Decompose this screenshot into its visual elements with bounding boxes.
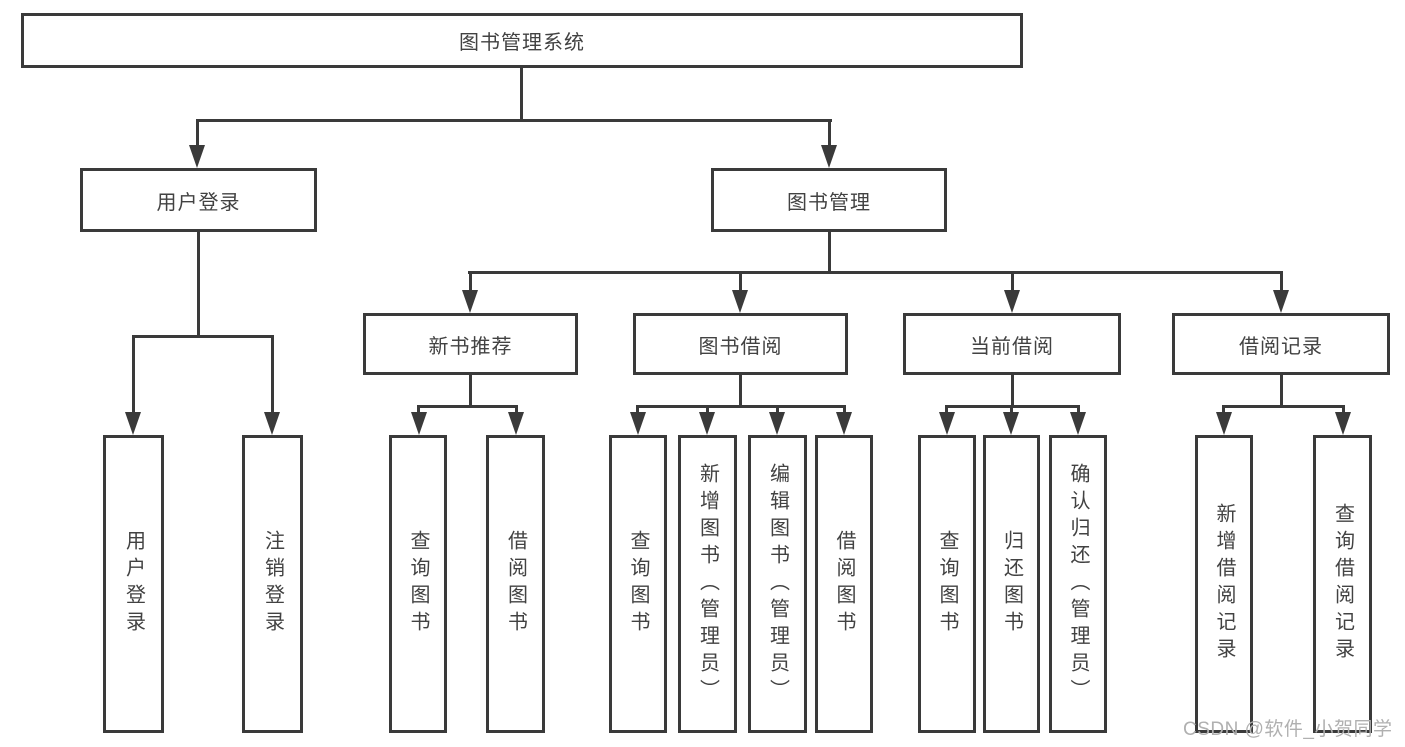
leaf-record-query-record: 查询借阅记录 — [1313, 435, 1372, 733]
arrow-down-icon — [1070, 412, 1086, 435]
connector-drop — [469, 271, 472, 295]
connector-record-bus — [1222, 405, 1345, 408]
connector-drop — [828, 119, 831, 150]
arrow-down-icon — [411, 412, 427, 435]
node-book-management: 图书管理 — [711, 168, 947, 232]
connector-current-stem — [1011, 375, 1014, 408]
arrow-down-icon — [189, 145, 205, 168]
leaf-logout: 注销登录 — [242, 435, 303, 733]
connector-drop — [1342, 405, 1345, 417]
leaf-borrow-borrow-book: 借阅图书 — [815, 435, 873, 733]
leaf-current-confirm-return-admin: 确认归还（管理员） — [1049, 435, 1107, 733]
connector-drop — [196, 119, 199, 150]
connector-borrow-stem — [739, 375, 742, 408]
arrow-down-icon — [732, 290, 748, 313]
arrow-down-icon — [1273, 290, 1289, 313]
connector-drop — [776, 405, 779, 417]
connector-drop — [636, 405, 639, 417]
arrow-down-icon — [836, 412, 852, 435]
arrow-down-icon — [699, 412, 715, 435]
leaf-user-login: 用户登录 — [103, 435, 164, 733]
node-new-book-recommend: 新书推荐 — [363, 313, 578, 375]
arrow-down-icon — [1003, 412, 1019, 435]
node-user-login: 用户登录 — [80, 168, 317, 232]
leaf-record-add-record: 新增借阅记录 — [1195, 435, 1253, 733]
connector-drop — [132, 335, 135, 417]
leaf-borrow-edit-book-admin: 编辑图书（管理员） — [748, 435, 807, 733]
arrow-down-icon — [1335, 412, 1351, 435]
connector-bookmgmt-bus — [468, 271, 1282, 274]
leaf-current-query-book: 查询图书 — [918, 435, 976, 733]
connector-drop — [1077, 405, 1080, 417]
connector-newbook-bus — [417, 405, 518, 408]
connector-drop — [706, 405, 709, 417]
connector-root-stem — [520, 68, 523, 121]
node-root: 图书管理系统 — [21, 13, 1023, 68]
connector-drop — [417, 405, 420, 417]
csdn-watermark: CSDN @软件_小贺同学 — [1183, 719, 1393, 740]
leaf-newbook-query-book: 查询图书 — [389, 435, 447, 733]
connector-bookmgmt-stem — [828, 232, 831, 274]
connector-drop — [271, 335, 274, 417]
arrow-down-icon — [630, 412, 646, 435]
arrow-down-icon — [1216, 412, 1232, 435]
arrow-down-icon — [462, 290, 478, 313]
connector-userlogin-stem — [197, 232, 200, 338]
arrow-down-icon — [939, 412, 955, 435]
connector-drop — [1011, 271, 1014, 295]
arrow-down-icon — [508, 412, 524, 435]
connector-borrow-bus — [636, 405, 846, 408]
connector-record-stem — [1280, 375, 1283, 408]
node-book-borrow: 图书借阅 — [633, 313, 848, 375]
connector-userlogin-bus — [132, 335, 274, 338]
connector-root-bus — [196, 119, 832, 122]
leaf-current-return-book: 归还图书 — [983, 435, 1040, 733]
arrow-down-icon — [769, 412, 785, 435]
connector-drop — [1280, 271, 1283, 295]
node-borrow-record: 借阅记录 — [1172, 313, 1390, 375]
connector-drop — [1222, 405, 1225, 417]
leaf-borrow-add-book-admin: 新增图书（管理员） — [678, 435, 737, 733]
node-current-borrow: 当前借阅 — [903, 313, 1121, 375]
arrow-down-icon — [125, 412, 141, 435]
leaf-borrow-query-book: 查询图书 — [609, 435, 667, 733]
connector-drop — [739, 271, 742, 295]
leaf-newbook-borrow-book: 借阅图书 — [486, 435, 545, 733]
arrow-down-icon — [264, 412, 280, 435]
connector-drop — [515, 405, 518, 417]
arrow-down-icon — [1004, 290, 1020, 313]
connector-drop — [945, 405, 948, 417]
connector-drop — [1010, 405, 1013, 417]
connector-drop — [843, 405, 846, 417]
connector-newbook-stem — [469, 375, 472, 408]
arrow-down-icon — [821, 145, 837, 168]
